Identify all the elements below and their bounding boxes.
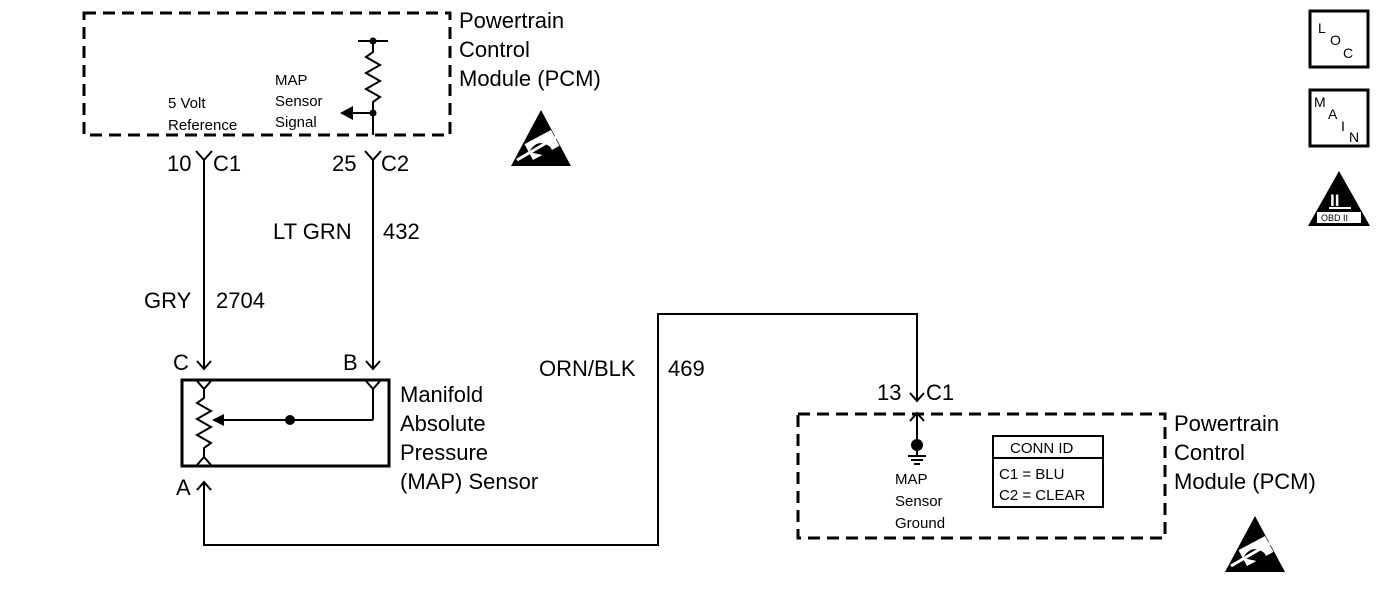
ref-connector-symbol: [195, 150, 213, 162]
esd-warning-icon: [1225, 516, 1285, 572]
svg-text:C: C: [1343, 45, 1353, 61]
obd-ii-icon[interactable]: II OBD II: [1308, 171, 1370, 226]
ground-label-3: Ground: [895, 515, 945, 532]
pcm-pullup-resistor: [340, 37, 388, 135]
signal-label-3: Signal: [275, 114, 317, 131]
signal-label-1: MAP: [275, 72, 308, 89]
svg-text:I: I: [1341, 118, 1345, 134]
map-sensor-internal-circuit: [194, 380, 381, 466]
ground-pin-connector: C1: [926, 380, 954, 405]
ref-pin-connector: C1: [213, 151, 241, 176]
terminal-a-label: A: [176, 475, 191, 500]
svg-text:N: N: [1349, 129, 1359, 145]
sensor-name-1: Manifold: [400, 382, 483, 407]
pcm-top-title-1: Powertrain: [459, 8, 564, 33]
svg-text:OBD II: OBD II: [1321, 213, 1348, 223]
ref-wire: [196, 160, 212, 371]
signal-wire-circuit: 432: [383, 219, 420, 244]
pcm-bottom-title-2: Control: [1174, 440, 1245, 465]
ref-wire-circuit: 2704: [216, 288, 265, 313]
ground-wire-circuit: 469: [668, 356, 705, 381]
ground-wire-color: ORN/BLK: [539, 356, 636, 381]
signal-pin-number: 25: [332, 151, 356, 176]
sensor-name-3: Pressure: [400, 440, 488, 465]
ref-wire-color: GRY: [144, 288, 192, 313]
main-icon[interactable]: M A I N: [1308, 88, 1370, 148]
conn-id-header: CONN ID: [1010, 440, 1074, 457]
pcm-bottom-box: [796, 412, 1167, 540]
sensor-name-4: (MAP) Sensor: [400, 469, 538, 494]
esd-warning-icon: [511, 110, 571, 166]
pcm-top-title-2: Control: [459, 37, 530, 62]
signal-wire-color: LT GRN: [273, 219, 352, 244]
svg-text:M: M: [1314, 94, 1326, 110]
signal-label-2: Sensor: [275, 93, 323, 110]
terminal-b-label: B: [343, 350, 358, 375]
map-sensor-box: [180, 378, 391, 468]
svg-text:O: O: [1330, 32, 1341, 48]
pcm-top-box: [82, 11, 452, 137]
pcm-bottom-title-1: Powertrain: [1174, 411, 1279, 436]
ground-pin-number: 13: [877, 380, 901, 405]
terminal-c-label: C: [173, 350, 189, 375]
ground-label-1: MAP: [895, 471, 928, 488]
ground-label-2: Sensor: [895, 493, 943, 510]
signal-wire: [365, 160, 381, 371]
ref-label-2: Reference: [168, 117, 237, 134]
svg-text:A: A: [1328, 106, 1338, 122]
svg-text:II: II: [1330, 191, 1339, 210]
ground-connection-symbol: [908, 411, 926, 465]
ground-wire: [196, 313, 925, 546]
loc-icon[interactable]: L O C: [1308, 9, 1370, 69]
pcm-top-title-3: Module (PCM): [459, 66, 601, 91]
svg-text:L: L: [1318, 20, 1326, 36]
ref-label-1: 5 Volt: [168, 95, 206, 112]
conn-id-row-2: C2 = CLEAR: [999, 487, 1085, 504]
conn-id-row-1: C1 = BLU: [999, 466, 1064, 483]
sensor-name-2: Absolute: [400, 411, 486, 436]
signal-connector-symbol: [364, 150, 382, 162]
conn-id-table: CONN ID C1 = BLU C2 = CLEAR: [992, 435, 1104, 508]
ref-pin-number: 10: [167, 151, 191, 176]
signal-pin-connector: C2: [381, 151, 409, 176]
pcm-bottom-title-3: Module (PCM): [1174, 469, 1316, 494]
